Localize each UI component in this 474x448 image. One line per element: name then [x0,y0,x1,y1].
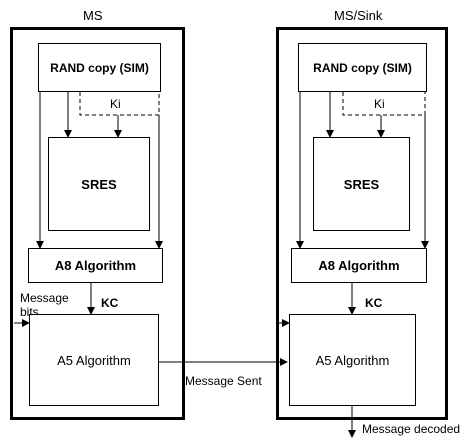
ms-a5-box: A5 Algorithm [29,314,159,406]
ms-a8-box: A8 Algorithm [28,248,163,283]
sink-ki-label: Ki [374,97,385,111]
ms-ki-label: Ki [110,97,121,111]
sink-a5-box: A5 Algorithm [289,314,416,406]
message-decoded-label: Message decoded [362,422,461,436]
sink-ki-dashed-line [342,92,426,116]
sink-sres-box: SRES [313,137,410,231]
ms-kc-label: KC [101,296,119,310]
sink-container [276,27,448,420]
sink-kc-label: KC [365,296,383,310]
sink-a8-box: A8 Algorithm [291,248,427,283]
message-sent-label: Message Sent [185,374,262,388]
ms-container [10,27,185,420]
ms-rand-box: RAND copy (SIM) [38,43,161,92]
ms-message-bits-label-line1: Message [20,291,69,305]
ms-ki-dashed-line [79,92,160,116]
ms-title: MS [83,8,103,23]
sink-title: MS/Sink [334,8,383,23]
sink-rand-box: RAND copy (SIM) [298,43,427,92]
ms-sres-box: SRES [48,137,150,231]
